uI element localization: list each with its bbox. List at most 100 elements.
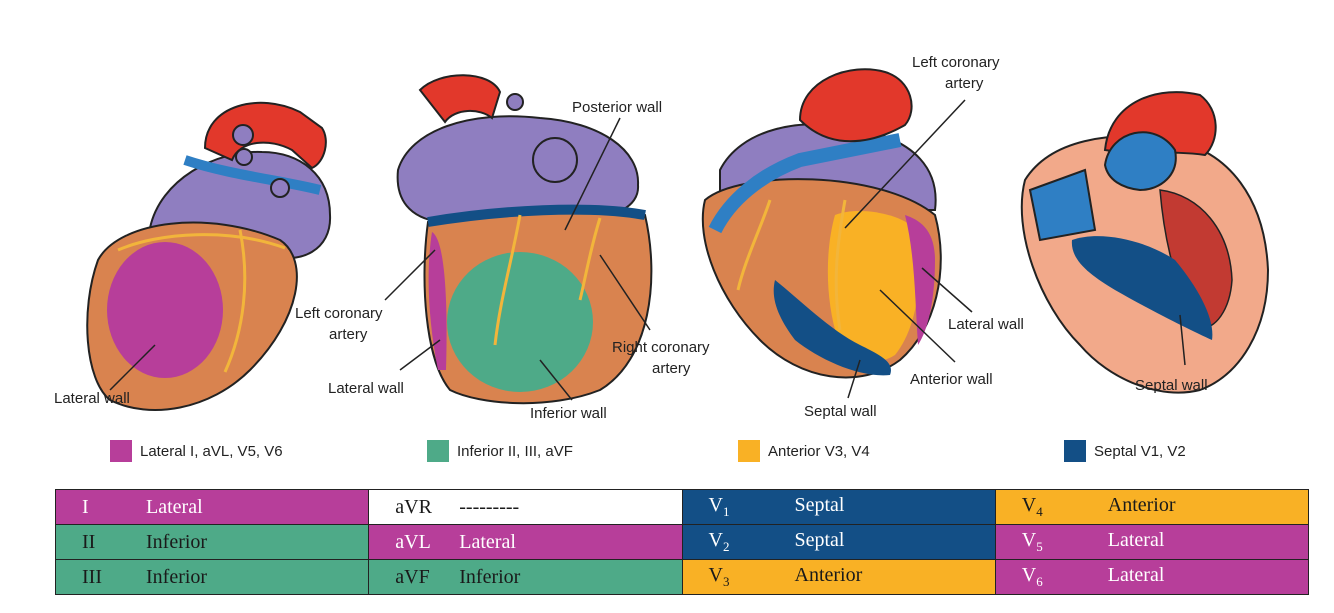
lead-letter: V	[708, 529, 723, 551]
heart-lateral-view: Lateral wall	[54, 101, 332, 411]
legend-item-septal: Septal V1, V2	[1064, 440, 1186, 462]
legend-label-inferior: Inferior II, III, aVF	[457, 442, 573, 460]
lead-region: Septal	[794, 529, 845, 551]
h1-vessel-ring-3	[270, 178, 290, 198]
h1-leader-lateral	[109, 344, 156, 391]
legend-label-septal: Septal V1, V2	[1094, 442, 1186, 460]
lead-letter: V	[1021, 529, 1037, 551]
h3-anterior-region	[827, 210, 919, 362]
h2-label-lateral-wall: Lateral wall	[328, 380, 404, 397]
lead-name: aVL	[395, 530, 431, 553]
lead-name: III	[82, 565, 102, 588]
h2-vessel-ring	[506, 93, 524, 111]
legend-item-lateral: Lateral I, aVL, V5, V6	[110, 440, 283, 462]
lead-region: Inferior	[146, 530, 208, 553]
lead-region: Inferior	[459, 565, 521, 588]
h3-blue-vessel	[708, 133, 902, 234]
lead-subscript: 5	[1036, 539, 1043, 554]
h3-leader-left-coronary	[844, 99, 966, 229]
lead-name: aVF	[395, 565, 430, 588]
h3-label-anterior-wall: Anterior wall	[910, 371, 993, 388]
h2-coronary-branch	[493, 214, 602, 346]
h2-label-left-coronary-2: artery	[329, 326, 368, 343]
lead-letter: V	[708, 564, 723, 586]
lead-name: V6	[1022, 564, 1092, 590]
h2-label-right-coronary-2: artery	[652, 360, 691, 377]
lead-letter: V	[708, 494, 723, 516]
table-cell-lead-v5: V5 Lateral	[994, 524, 1310, 560]
lead-name: V1	[709, 494, 779, 520]
h2-label-right-coronary-1: Right coronary	[612, 339, 710, 356]
h2-leader-lateral	[399, 339, 441, 371]
territory-legend: Lateral I, aVL, V5, V6 Inferior II, III,…	[0, 440, 1334, 470]
table-cell-lead-v1: V1 Septal	[681, 489, 996, 525]
h3-lateral-region	[905, 215, 935, 345]
legend-swatch-anterior	[738, 440, 760, 462]
h4-label-septal-wall: Septal wall	[1135, 377, 1208, 394]
lead-subscript: 2	[722, 539, 730, 554]
lead-name: aVR	[395, 495, 432, 518]
legend-item-anterior: Anterior V3, V4	[738, 440, 870, 462]
lead-subscript: 1	[722, 504, 730, 519]
h4-leader-septal	[1179, 314, 1186, 366]
h4-blue-vessel	[1028, 168, 1097, 242]
h2-label-posterior-wall: Posterior wall	[572, 99, 662, 116]
h2-leader-inferior	[539, 359, 573, 401]
table-cell-lead-ii: II Inferior	[54, 524, 370, 560]
lead-name: V3	[709, 564, 779, 590]
lead-name: II	[82, 530, 96, 553]
lead-name: V2	[709, 529, 779, 555]
h2-aorta	[418, 74, 502, 124]
h1-coronary-branch	[117, 229, 286, 373]
table-cell-lead-v2: V2 Septal	[681, 524, 996, 560]
lead-subscript: 3	[722, 574, 730, 589]
h2-pulmonary-ring	[532, 137, 578, 183]
h3-septal-region	[773, 280, 891, 376]
table-cell-lead-v3: V3 Anterior	[681, 559, 996, 595]
h1-lateral-region	[107, 242, 223, 378]
h1-label-lateral-wall: Lateral wall	[54, 390, 130, 407]
lead-region: Anterior	[1107, 494, 1176, 516]
lead-region: Lateral	[459, 530, 516, 553]
lead-subscript: 4	[1036, 504, 1043, 519]
lead-name: V4	[1022, 494, 1092, 520]
h3-label-septal-wall: Septal wall	[804, 403, 877, 420]
lead-region: Lateral	[1107, 529, 1165, 551]
lead-subscript: 6	[1036, 574, 1043, 589]
lead-letter: V	[1021, 564, 1037, 586]
lead-region: Lateral	[1107, 564, 1165, 586]
h2-lateral-region	[428, 232, 447, 370]
table-cell-lead-v6: V6 Lateral	[994, 559, 1310, 595]
h2-leader-posterior	[564, 117, 621, 231]
h2-label-left-coronary-1: Left coronary	[295, 305, 383, 322]
lead-name: I	[82, 495, 89, 518]
heart-inferior-view: Posterior wall Left coronary artery Late…	[295, 74, 710, 422]
table-cell-lead-avl: aVL Lateral	[368, 524, 683, 560]
h1-vessel-ring-1	[232, 124, 254, 146]
h3-leader-anterior	[879, 289, 956, 363]
h2-leader-left-coronary	[384, 249, 436, 301]
h3-leader-lateral	[921, 267, 973, 313]
lead-region: ---------	[459, 495, 520, 518]
table-cell-lead-v4: V4 Anterior	[994, 489, 1310, 525]
heart-septal-view: Septal wall	[1020, 91, 1270, 394]
h1-blue-band	[183, 155, 322, 195]
legend-item-inferior: Inferior II, III, aVF	[427, 440, 573, 462]
legend-swatch-inferior	[427, 440, 449, 462]
lead-region: Septal	[794, 494, 845, 516]
h3-aorta	[798, 68, 913, 143]
h2-blue-band	[427, 204, 646, 227]
lead-region: Anterior	[794, 564, 863, 586]
lead-name: V5	[1022, 529, 1092, 555]
lead-letter: V	[1021, 494, 1037, 516]
table-cell-lead-avr: aVR ---------	[368, 489, 683, 525]
h4-pulmonary	[1103, 131, 1177, 192]
legend-label-anterior: Anterior V3, V4	[768, 442, 870, 460]
